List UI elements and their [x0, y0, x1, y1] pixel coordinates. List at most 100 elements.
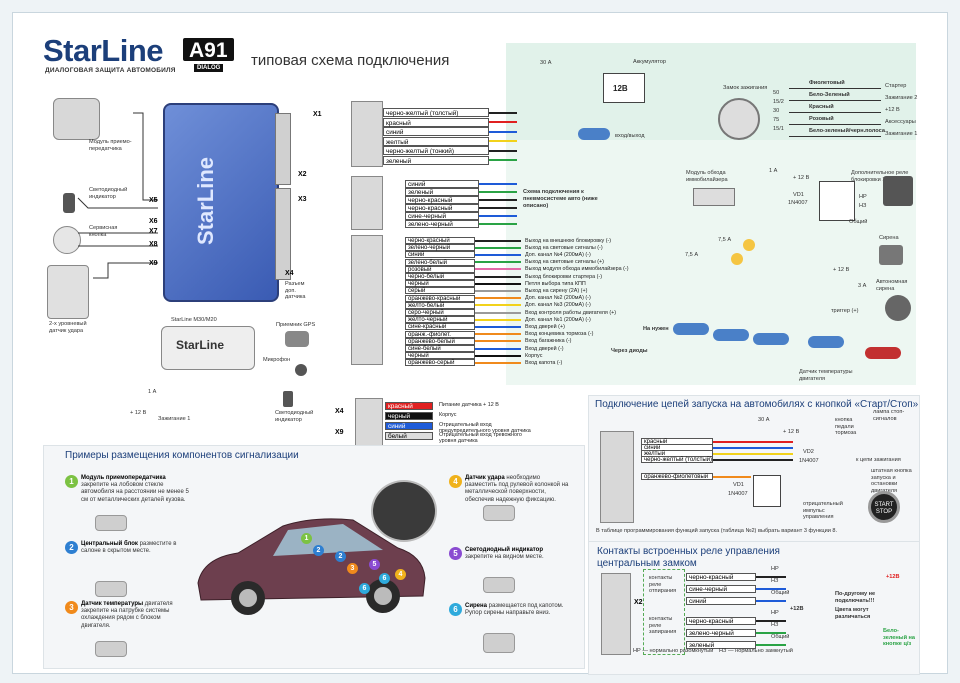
immobilizer-label: Модуль обхода иммобилайзера [686, 170, 728, 183]
ss-fuse: 30 А [758, 417, 770, 423]
x7-label: X7 [149, 228, 158, 235]
x1-wire-line [489, 121, 517, 123]
brand-subtitle: ДИАЛОГОВАЯ ЗАЩИТА АВТОМОБИЛЯ [45, 67, 176, 74]
car-component-marker: 5 [369, 559, 380, 570]
relay-wire-line [756, 632, 786, 634]
placement-component-image [95, 641, 127, 657]
placement-description: размещается под капотом. Рупор сирены на… [465, 603, 564, 617]
auto-siren-label: Автономная сирена [876, 279, 908, 292]
ss-wire-line [713, 452, 793, 455]
x3-wire-line [479, 191, 517, 193]
ignition-lock-label: Замок зажигания [723, 85, 768, 91]
x2-wire-desc: Петля выбора типа КПП [525, 280, 586, 287]
ignition-pin-number: 75 [773, 117, 780, 123]
model-subtitle: DIALOG [194, 64, 224, 72]
placement-number: 5 [449, 547, 462, 560]
ss-wire-line [713, 475, 751, 478]
gps-label: Приемник GPS [276, 322, 316, 328]
service-button-image [53, 226, 81, 254]
siren-icon [879, 245, 903, 265]
ignition-wire-name: Бело-Зеленый [809, 92, 850, 98]
placement-title: Примеры размещения компонентов сигнализа… [65, 450, 299, 461]
x2-wire-desc: Выход на сирену (2А) (+) [525, 287, 588, 294]
x2-wire-label: синий [405, 251, 475, 259]
m30-title: StarLine M30/M20 [171, 317, 217, 323]
led2-icon [283, 391, 293, 407]
ss-note: В таблице программирования функций запус… [596, 528, 838, 534]
x4-wire-label: белый [385, 432, 433, 440]
x3-wire-line [479, 223, 517, 225]
x2-wire-desc: Выход блокировки стартера (-) [525, 273, 603, 280]
ss-wire-line [713, 440, 793, 443]
trigger-label: триггер (+) [831, 308, 859, 314]
relay-wire-line [756, 576, 786, 578]
relay-np: НР [859, 194, 867, 200]
startstop-unit [600, 431, 634, 523]
relay-contact-tag: Общий [771, 634, 790, 640]
ignition-wire-line [789, 88, 881, 89]
x1-wire-label: синий [383, 127, 489, 136]
car-trunk-icon [808, 336, 844, 348]
placement-text: Датчик температуры двигателя закрепите н… [81, 601, 189, 630]
auto-siren-icon [885, 295, 911, 321]
x2-wire-desc: Выход на световые сигналы (-) [525, 244, 603, 251]
x1-wire-label: черно-желтый (толстый) [383, 108, 489, 117]
ignition-wire-name: Бело-зеленый/черн.полоса [809, 128, 885, 134]
x4-wire-desc: Отрицательный вход предупредительного ур… [439, 422, 531, 434]
startstop-title: Подключение цепей запуска на автомобилях… [595, 399, 919, 410]
start-stop-button[interactable]: START STOP [868, 491, 900, 523]
placement-number: 6 [449, 603, 462, 616]
relay-title: Дополнительное реле блокировки 12 В, 40 … [851, 170, 909, 183]
x3-wire-label: сине-черный [405, 212, 479, 220]
x3-wire-label: зеленый [405, 188, 479, 196]
ss-vd1: VD1 [733, 482, 744, 488]
battery-image [603, 73, 645, 103]
x2-wire-line [475, 282, 521, 285]
placement-component-image [483, 505, 515, 521]
x2-wire-label: оранжево-красный [405, 294, 475, 302]
siren-plus12: + 12 В [833, 267, 850, 273]
ss-lamp: лампа стоп-сигналов [873, 409, 905, 422]
x2-wire-line [475, 311, 521, 314]
relay-note2: Цвета могут различаться [835, 607, 871, 620]
x3-wire-label: синий [405, 180, 479, 188]
battery-voltage: 12В [613, 84, 628, 93]
placement-component-image [483, 577, 515, 593]
entry-exit-label: вход/выход [615, 133, 645, 139]
ss-wire-label: оранжево-фиолетовый [641, 473, 713, 480]
startstop-panel [588, 395, 920, 543]
x2-wire-label: желто-белый [405, 301, 475, 309]
through-diodes-label: Через диоды [611, 348, 648, 354]
led-indicator-image [63, 193, 75, 213]
ignition-wire-line [789, 136, 881, 137]
relay-open-label: контакты реле отпирания [649, 575, 677, 595]
x2-wire-desc: Вход дверей (-) [525, 345, 564, 352]
x2-wire-line [475, 289, 521, 292]
x1-wire-label: зеленый [383, 155, 489, 165]
placement-description: разместите в салоне в скрытом месте. [81, 541, 177, 555]
x2-wire-line [475, 253, 521, 256]
transceiver-module-image [53, 98, 100, 140]
x2-wire-label: черно-красный [405, 237, 475, 244]
x2-wire-line [475, 246, 521, 249]
ignition-destination: Стартер [885, 83, 907, 89]
fuse-3a-label: 3 А [858, 283, 867, 289]
x1-label: X1 [313, 111, 322, 118]
x1-wire-label: черно-желтый (тонкий) [383, 146, 489, 155]
ss-diode1: 1N4007 [728, 491, 748, 497]
placement-description: необходимо разместить под рулевой колонк… [465, 475, 569, 503]
relay-plus12b: +12В [790, 606, 804, 612]
outputs-panel [506, 140, 916, 385]
x2-connector [351, 235, 383, 365]
placement-component-image [483, 633, 515, 653]
placement-heading: Датчик удара [465, 475, 505, 481]
relay-contact-tag: НР [771, 610, 779, 616]
ignition-destination: Зажигание 1 [885, 131, 918, 137]
x2-wire-desc: Доп. канал №4 (200мА) (-) [525, 251, 591, 258]
immob-fuse-label: 1 А [769, 168, 778, 174]
x4-side-label: X4 [285, 270, 294, 277]
immob-plus12-label: + 12 В [793, 175, 810, 181]
x2-wire-line [475, 268, 521, 271]
transceiver-module-label: Модуль приемо-передатчика [89, 139, 132, 152]
ss-wire-line [713, 458, 793, 461]
